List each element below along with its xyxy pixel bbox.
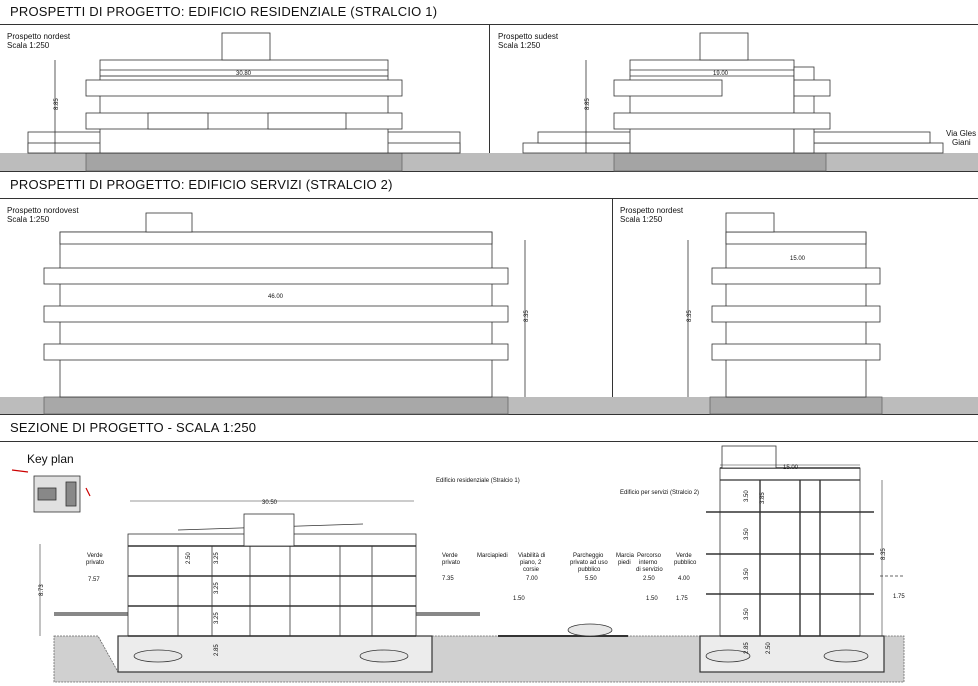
dim-z3: 7.00 [526,576,538,582]
elevation-label-sudest: Prospetto sudest Scala 1:250 [498,32,558,50]
dim-left-height: 8.73 [39,584,45,596]
dim-lvl2: 1.50 [646,596,658,602]
dim-services-height: 8.35 [687,310,693,322]
elevation-name: Prospetto sudest [498,32,559,41]
zone-4-line2: piano, 2 [520,560,542,566]
elevation-name: Prospetto nordest [620,206,684,215]
residential-elevations-title: PROSPETTI DI PROGETTO: EDIFICIO RESIDENZ… [10,4,438,19]
dim-lvl4: 1.75 [893,594,905,600]
dim-lvl1: 1.50 [513,596,525,602]
frame-line-1 [0,171,978,172]
zone-8-line1: Verde [676,553,692,559]
elevation-label-nordest-services: Prospetto nordest Scala 1:250 [620,206,683,224]
dim-res-top: 2.50 [186,552,192,564]
dim-lvl3: 1.75 [676,596,688,602]
dim-section-res: 30.50 [262,500,278,506]
elevation-scale: Scala 1:250 [7,41,50,50]
dim-nordest-width: 30.80 [236,71,252,77]
dim-srv-f1: 3.50 [744,490,750,502]
zone-7-line3: di servizio [636,567,663,573]
elevation-name: Prospetto nordovest [7,206,79,215]
dim-srv-base2: 2.50 [766,642,772,654]
keyplan-title: Key plan [27,452,74,466]
elevation-nordest-services [612,212,978,415]
dim-sudest-width: 19.00 [713,71,729,77]
zone-6-line1: Marcia [616,553,635,559]
elevation-scale: Scala 1:250 [620,215,663,224]
frame-divider-2 [612,198,613,414]
zone-1-line1: Verde [87,553,103,559]
zone-5-line2: privato ad uso [570,560,608,566]
dim-srv-base: 2.85 [744,642,750,654]
elevation-sudest [489,32,978,172]
keyplan-diagram [11,469,91,513]
dim-z2: 7.35 [442,576,454,582]
zone-7-line1: Percorso [637,553,662,559]
elevation-label-nordest: Prospetto nordest Scala 1:250 [7,32,70,50]
section-residential-building [117,513,433,673]
zone-6-line2: piedi [618,560,631,566]
zone-4-line1: Viabilità di [518,553,545,559]
zone-5-line3: pubblico [578,567,601,573]
frame-divider-1 [489,24,490,171]
dim-z6: 4.00 [678,576,690,582]
services-elevations-title: PROSPETTI DI PROGETTO: EDIFICIO SERVIZI … [10,177,393,192]
elevation-scale: Scala 1:250 [498,41,541,50]
dim-z1: 7.57 [88,577,100,583]
dim-services-width: 15.00 [790,256,806,262]
dim-z4: 5.50 [585,576,597,582]
elevation-nordest [0,32,489,172]
dim-nordovest-width: 46.00 [268,294,284,300]
street-label-line1: Via Gles [946,129,977,138]
section-services-building [699,445,885,673]
elevation-name: Prospetto nordest [7,32,71,41]
elevation-nordovest [0,212,612,415]
dim-res-floor1: 3.25 [214,552,220,564]
dim-res-floor3: 3.25 [214,612,220,624]
zone-3-line1: Marciapiedi [477,553,508,559]
dim-nordest-height: 8.85 [54,98,60,110]
dim-nordovest-height: 8.35 [524,310,530,322]
zone-5-line1: Parcheggio [573,553,604,559]
zone-4-line3: corsie [523,567,540,573]
frame-line-3 [0,414,978,415]
section-title: SEZIONE DI PROGETTO - SCALA 1:250 [10,420,257,435]
section-dimension-lines [39,464,883,636]
street-label-line2: Giani [952,138,971,147]
elevation-scale: Scala 1:250 [7,215,50,224]
zone-7-line2: interno [639,560,658,566]
dim-srv-f5: 3.50 [744,608,750,620]
dim-srv-f3: 3.50 [744,528,750,540]
dim-section-serv: 15.00 [783,465,799,471]
zone-2-line1: Verde [442,553,458,559]
label-res-building: Edificio residenziale (Stralcio 1) [436,478,520,484]
frame-line-2 [0,198,978,199]
dim-srv-f4: 3.50 [744,568,750,580]
dim-res-floor2: 3.25 [214,582,220,594]
dim-srv-f2: 3.85 [760,492,766,504]
dim-sudest-height: 8.85 [585,98,591,110]
elevation-label-nordovest: Prospetto nordovest Scala 1:250 [7,206,79,224]
dim-res-base: 2.85 [214,644,220,656]
dim-z5: 2.50 [643,576,655,582]
section-cars [133,623,869,663]
street-label: Via Gles Giani [946,129,976,147]
label-serv-building: Edificio per servizi (Stralcio 2) [620,490,699,496]
zone-8-line2: pubblico [674,560,697,566]
dim-right-height: 8.35 [881,548,887,560]
zone-2-line2: privato [442,560,461,566]
frame-line-4 [0,441,978,442]
zone-1-line2: privato [86,560,105,566]
